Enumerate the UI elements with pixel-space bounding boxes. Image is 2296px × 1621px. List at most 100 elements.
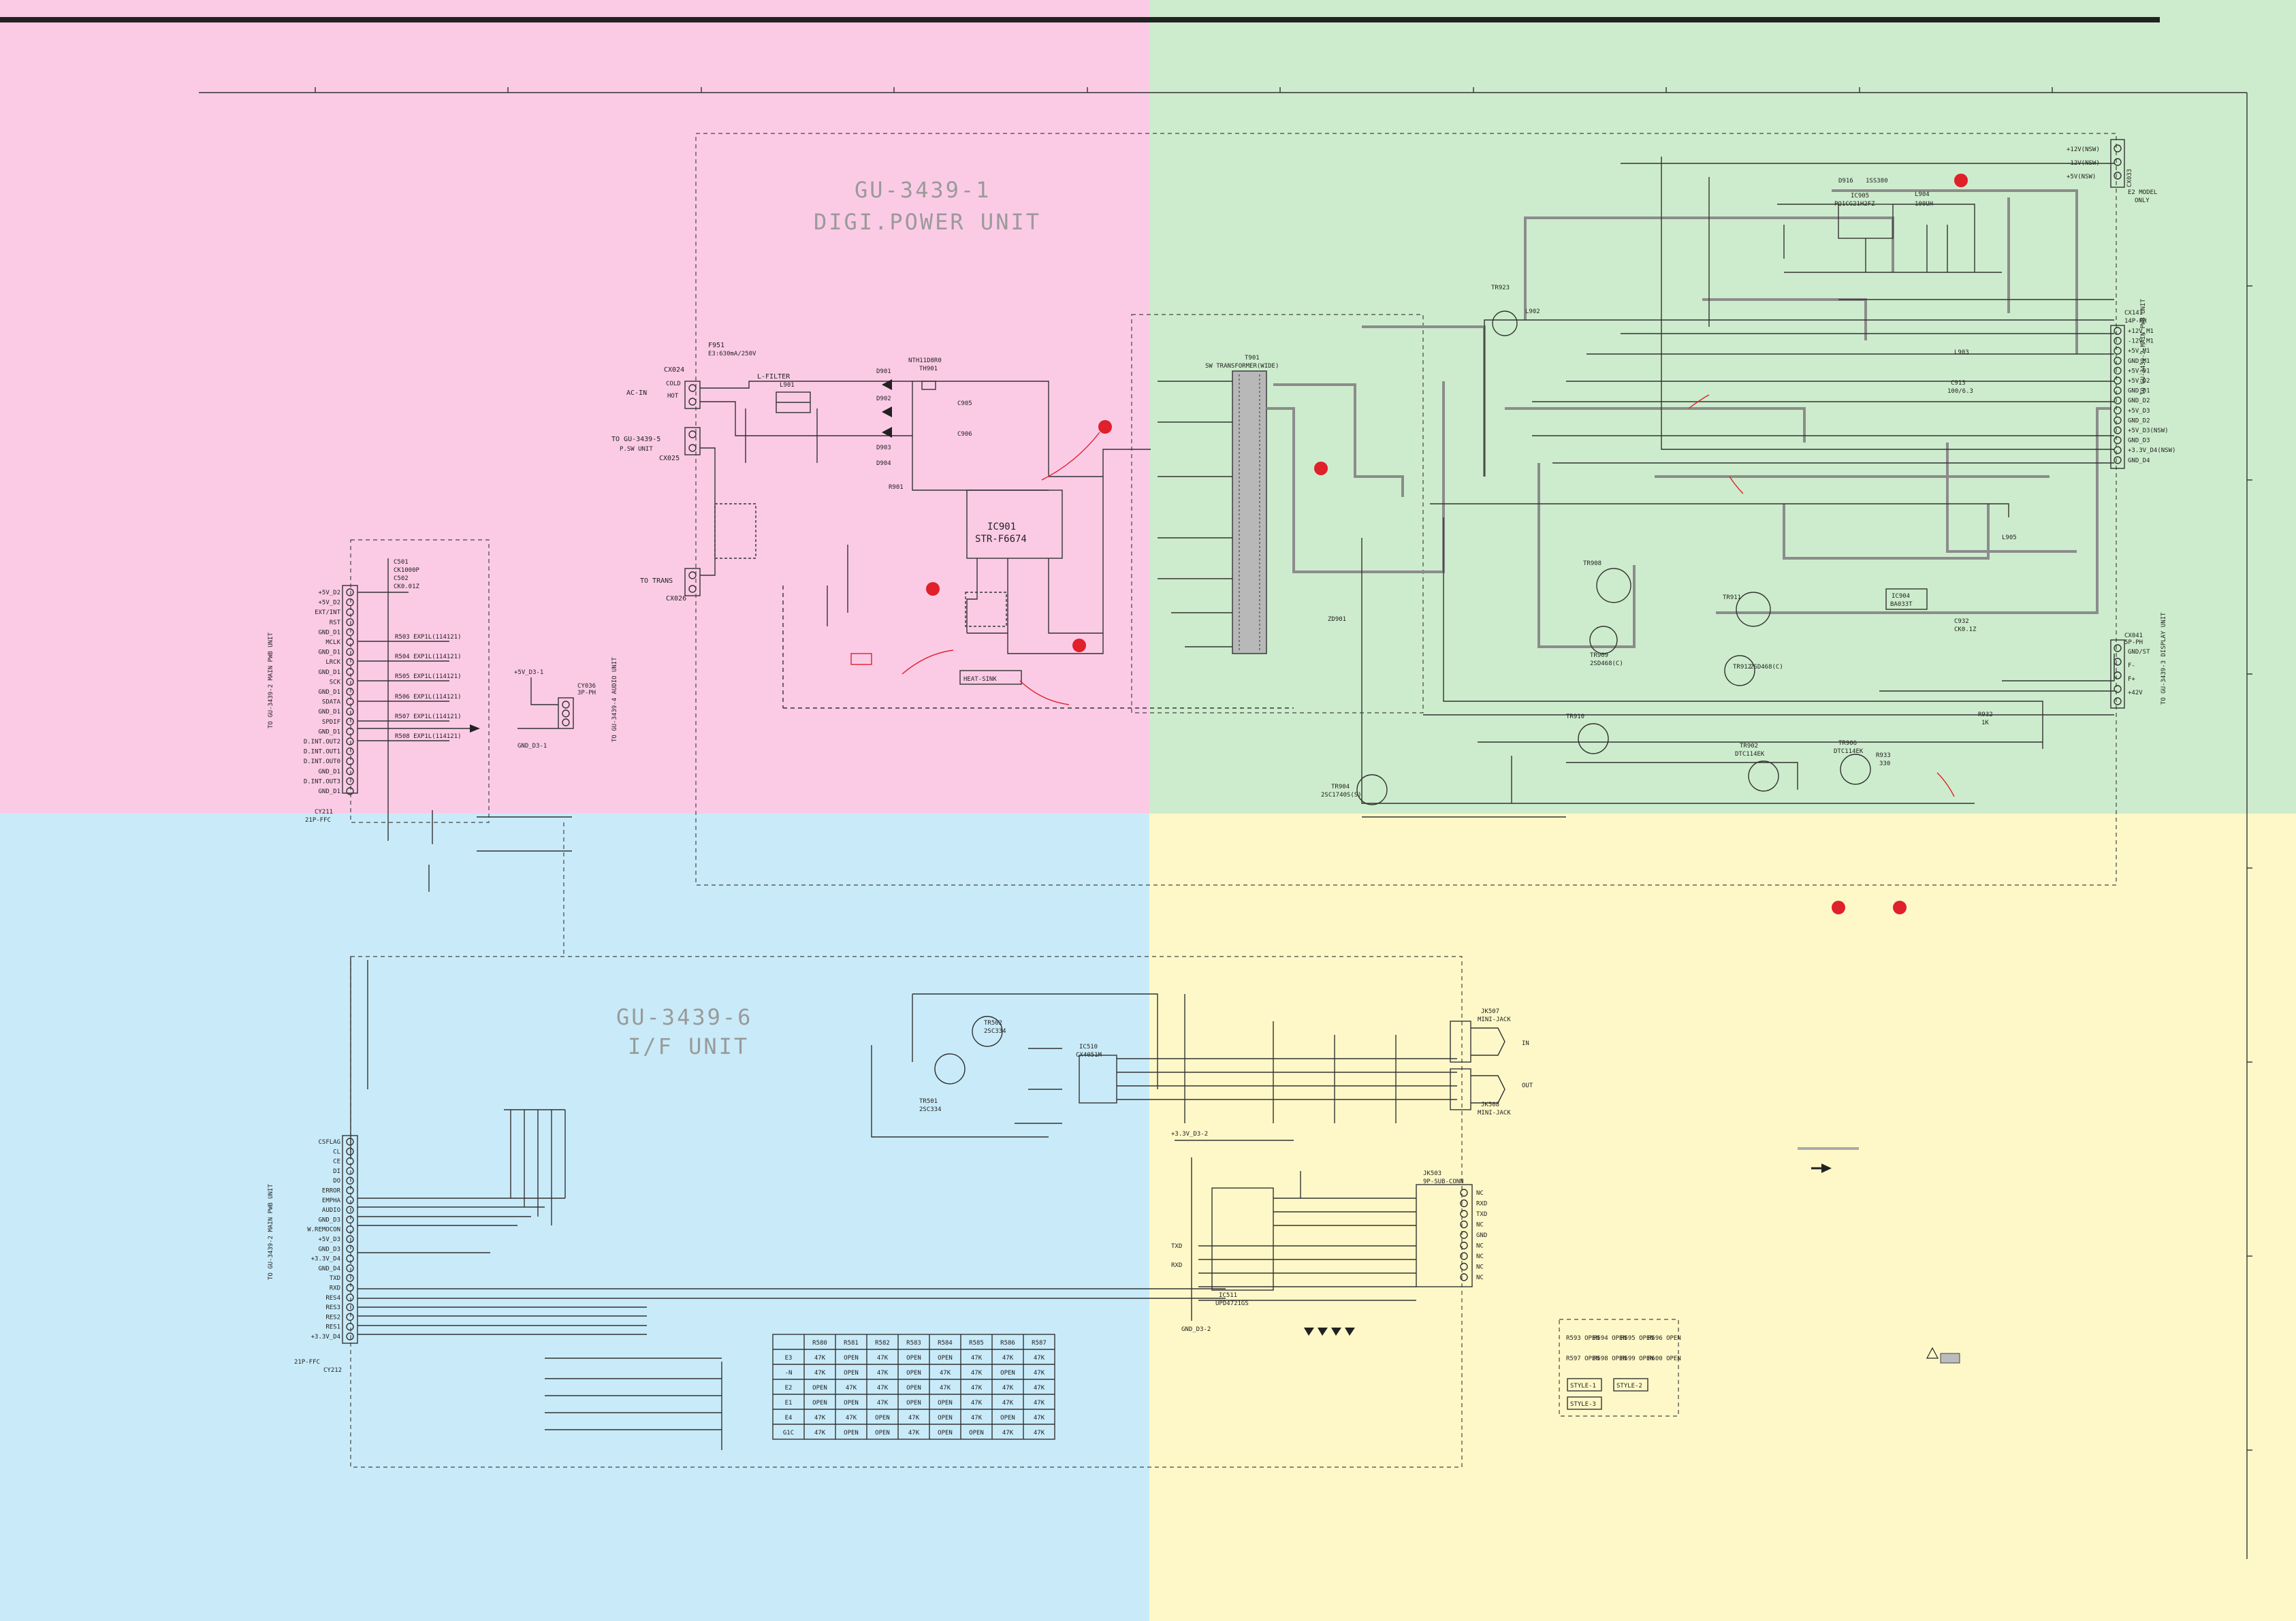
connector-pin	[1460, 1231, 1468, 1239]
rxd-label: RXD	[1171, 1262, 1182, 1269]
ic901-box	[966, 489, 1063, 559]
connector-pin	[346, 1147, 354, 1156]
cy212-pin-label: RES2	[325, 1314, 340, 1321]
cx033-pin: +12V(NSW)	[2067, 146, 2100, 153]
d916-part: 1SS380	[1866, 178, 1888, 184]
ic511-wires	[1175, 1140, 1416, 1226]
l903-label: L903	[1954, 349, 1969, 356]
red-marker	[1314, 462, 1328, 475]
cy212-pin-label: ERROR	[322, 1188, 341, 1195]
table-cell: E1	[785, 1400, 793, 1407]
blue-region	[0, 814, 1149, 1621]
table-cell: 47K	[846, 1385, 857, 1392]
tr502-part: 2SC334	[984, 1028, 1006, 1035]
connector-pin	[346, 1254, 354, 1263]
style-option-item: R593 OPEN	[1566, 1335, 1599, 1342]
connector-pin	[2114, 357, 2122, 365]
cx025-connector	[684, 427, 701, 455]
style1-label: STYLE-1	[1570, 1383, 1596, 1390]
r901-label: R901	[889, 484, 904, 491]
legend-arrow	[1821, 1163, 1832, 1173]
cx033-label: CX033	[2126, 169, 2133, 187]
tr912-symbol	[1724, 655, 1755, 686]
table-cell: 47K	[814, 1430, 826, 1437]
connector-pin	[1460, 1189, 1468, 1197]
cy212-pin-label: +3.3V_D4	[311, 1334, 340, 1341]
table-cell: 47K	[1002, 1355, 1014, 1362]
cx141-pin-label: +5V_D1	[2128, 368, 2150, 374]
t901-label: T901	[1245, 355, 1260, 362]
connector-pin	[2114, 456, 2122, 464]
red-marker	[926, 582, 940, 596]
to-psw-label: TO GU-3439-5	[611, 436, 660, 443]
cy036-supply: +5V_D3-1	[514, 669, 543, 676]
warning-icon	[1926, 1347, 1939, 1359]
cx025-label: CX025	[659, 455, 680, 462]
cy211-pin-label: GND_D1	[318, 728, 340, 735]
cy211-to-label: TO GU-3439-2 MAIN PWB UNIT	[268, 632, 274, 728]
jk503-pin-label: NC	[1476, 1222, 1484, 1229]
resistor-array-label: R503 EXP1L(114121)	[395, 634, 462, 641]
jk508-jack: JK508 MINI-JACK OUT	[1450, 1068, 1533, 1117]
connector-pin	[2114, 327, 2122, 335]
cy212-pin-label: DO	[333, 1178, 340, 1185]
tr910-label: TR910	[1566, 713, 1584, 720]
jk507-label: JK507	[1481, 1008, 1499, 1015]
connector-pin	[2114, 366, 2122, 375]
cy211-pin-label: +5V_D2	[318, 600, 340, 607]
table-cell: 47K	[814, 1415, 826, 1422]
tr911-label: TR911	[1723, 594, 1741, 601]
c913-value: 100/6.3	[1947, 388, 1973, 395]
l905-label: L905	[2002, 534, 2017, 541]
if-unit-name: I/F UNIT	[628, 1033, 749, 1059]
table-header-cell: R583	[906, 1340, 921, 1347]
connector-pin	[346, 757, 354, 765]
table-cell: OPEN	[906, 1370, 921, 1377]
cx041-label: CX041	[2124, 632, 2143, 639]
table-cell: 47K	[1002, 1385, 1014, 1392]
table-cell: OPEN	[906, 1385, 921, 1392]
table-cell: OPEN	[938, 1355, 953, 1362]
table-cell: 47K	[1034, 1415, 1045, 1422]
table-cell: 47K	[1034, 1385, 1045, 1392]
style-option-item: R594 OPEN	[1593, 1335, 1627, 1342]
table-cell: G1C	[783, 1430, 794, 1437]
cx024-label: CX024	[664, 366, 684, 374]
ac-in-label: AC-IN	[626, 389, 647, 397]
cx033-pin: -12V(NSW)	[2067, 160, 2100, 167]
cy211-label: CY211	[315, 809, 333, 816]
cx141-connector: +12V_M1-12V_M1+5V_M1GND_M1+5V_D1+5V_D2GN…	[2110, 299, 2175, 469]
cy211-connector: +5V_D2+5V_D2EXT/INTRSTGND_D1MCLKGND_D1LR…	[268, 559, 420, 824]
tr909-symbol	[1578, 723, 1609, 754]
cy212-pin-label: RES1	[325, 1324, 340, 1331]
c913-label: C913	[1951, 380, 1966, 387]
cy211-pin-label: D.INT.OUT3	[304, 778, 340, 785]
cx141-pin-label: +5V_D3	[2128, 408, 2150, 415]
cy211-pin-label: RST	[330, 620, 341, 626]
cy212-wires	[350, 957, 1226, 1450]
tr502-label: TR502	[984, 1020, 1002, 1027]
connector-pin	[1460, 1262, 1468, 1271]
tr923-symbol	[1492, 310, 1518, 336]
cy211-pin-label: GND_D1	[318, 669, 340, 676]
cy212-pin-label: GND_D3	[318, 1246, 340, 1253]
connector-pin	[346, 668, 354, 676]
red-marker	[1098, 420, 1112, 434]
jk503-pin-label: RXD	[1476, 1201, 1487, 1208]
jk508-type: MINI-JACK	[1478, 1110, 1511, 1117]
cy212-pin-label: AUDIO	[322, 1207, 340, 1214]
connector-pin	[346, 1322, 354, 1331]
jk503-pin-label: NC	[1476, 1274, 1484, 1281]
table-cell: 47K	[908, 1430, 920, 1437]
connector-pin	[346, 598, 354, 607]
table-cell: 47K	[971, 1400, 983, 1407]
connector-pin	[346, 658, 354, 666]
table-cell: 47K	[971, 1370, 983, 1377]
ic905-block: IC905 PQ1CG21H2FZ L904 100UH D916 1SS380…	[1328, 178, 2017, 623]
diodes-bottom	[1304, 1328, 1355, 1336]
table-header-cell: R581	[844, 1340, 859, 1347]
jk503-pin-label: NC	[1476, 1190, 1484, 1197]
red-marker	[1072, 639, 1086, 652]
if-mid-wires	[1117, 994, 1457, 1321]
